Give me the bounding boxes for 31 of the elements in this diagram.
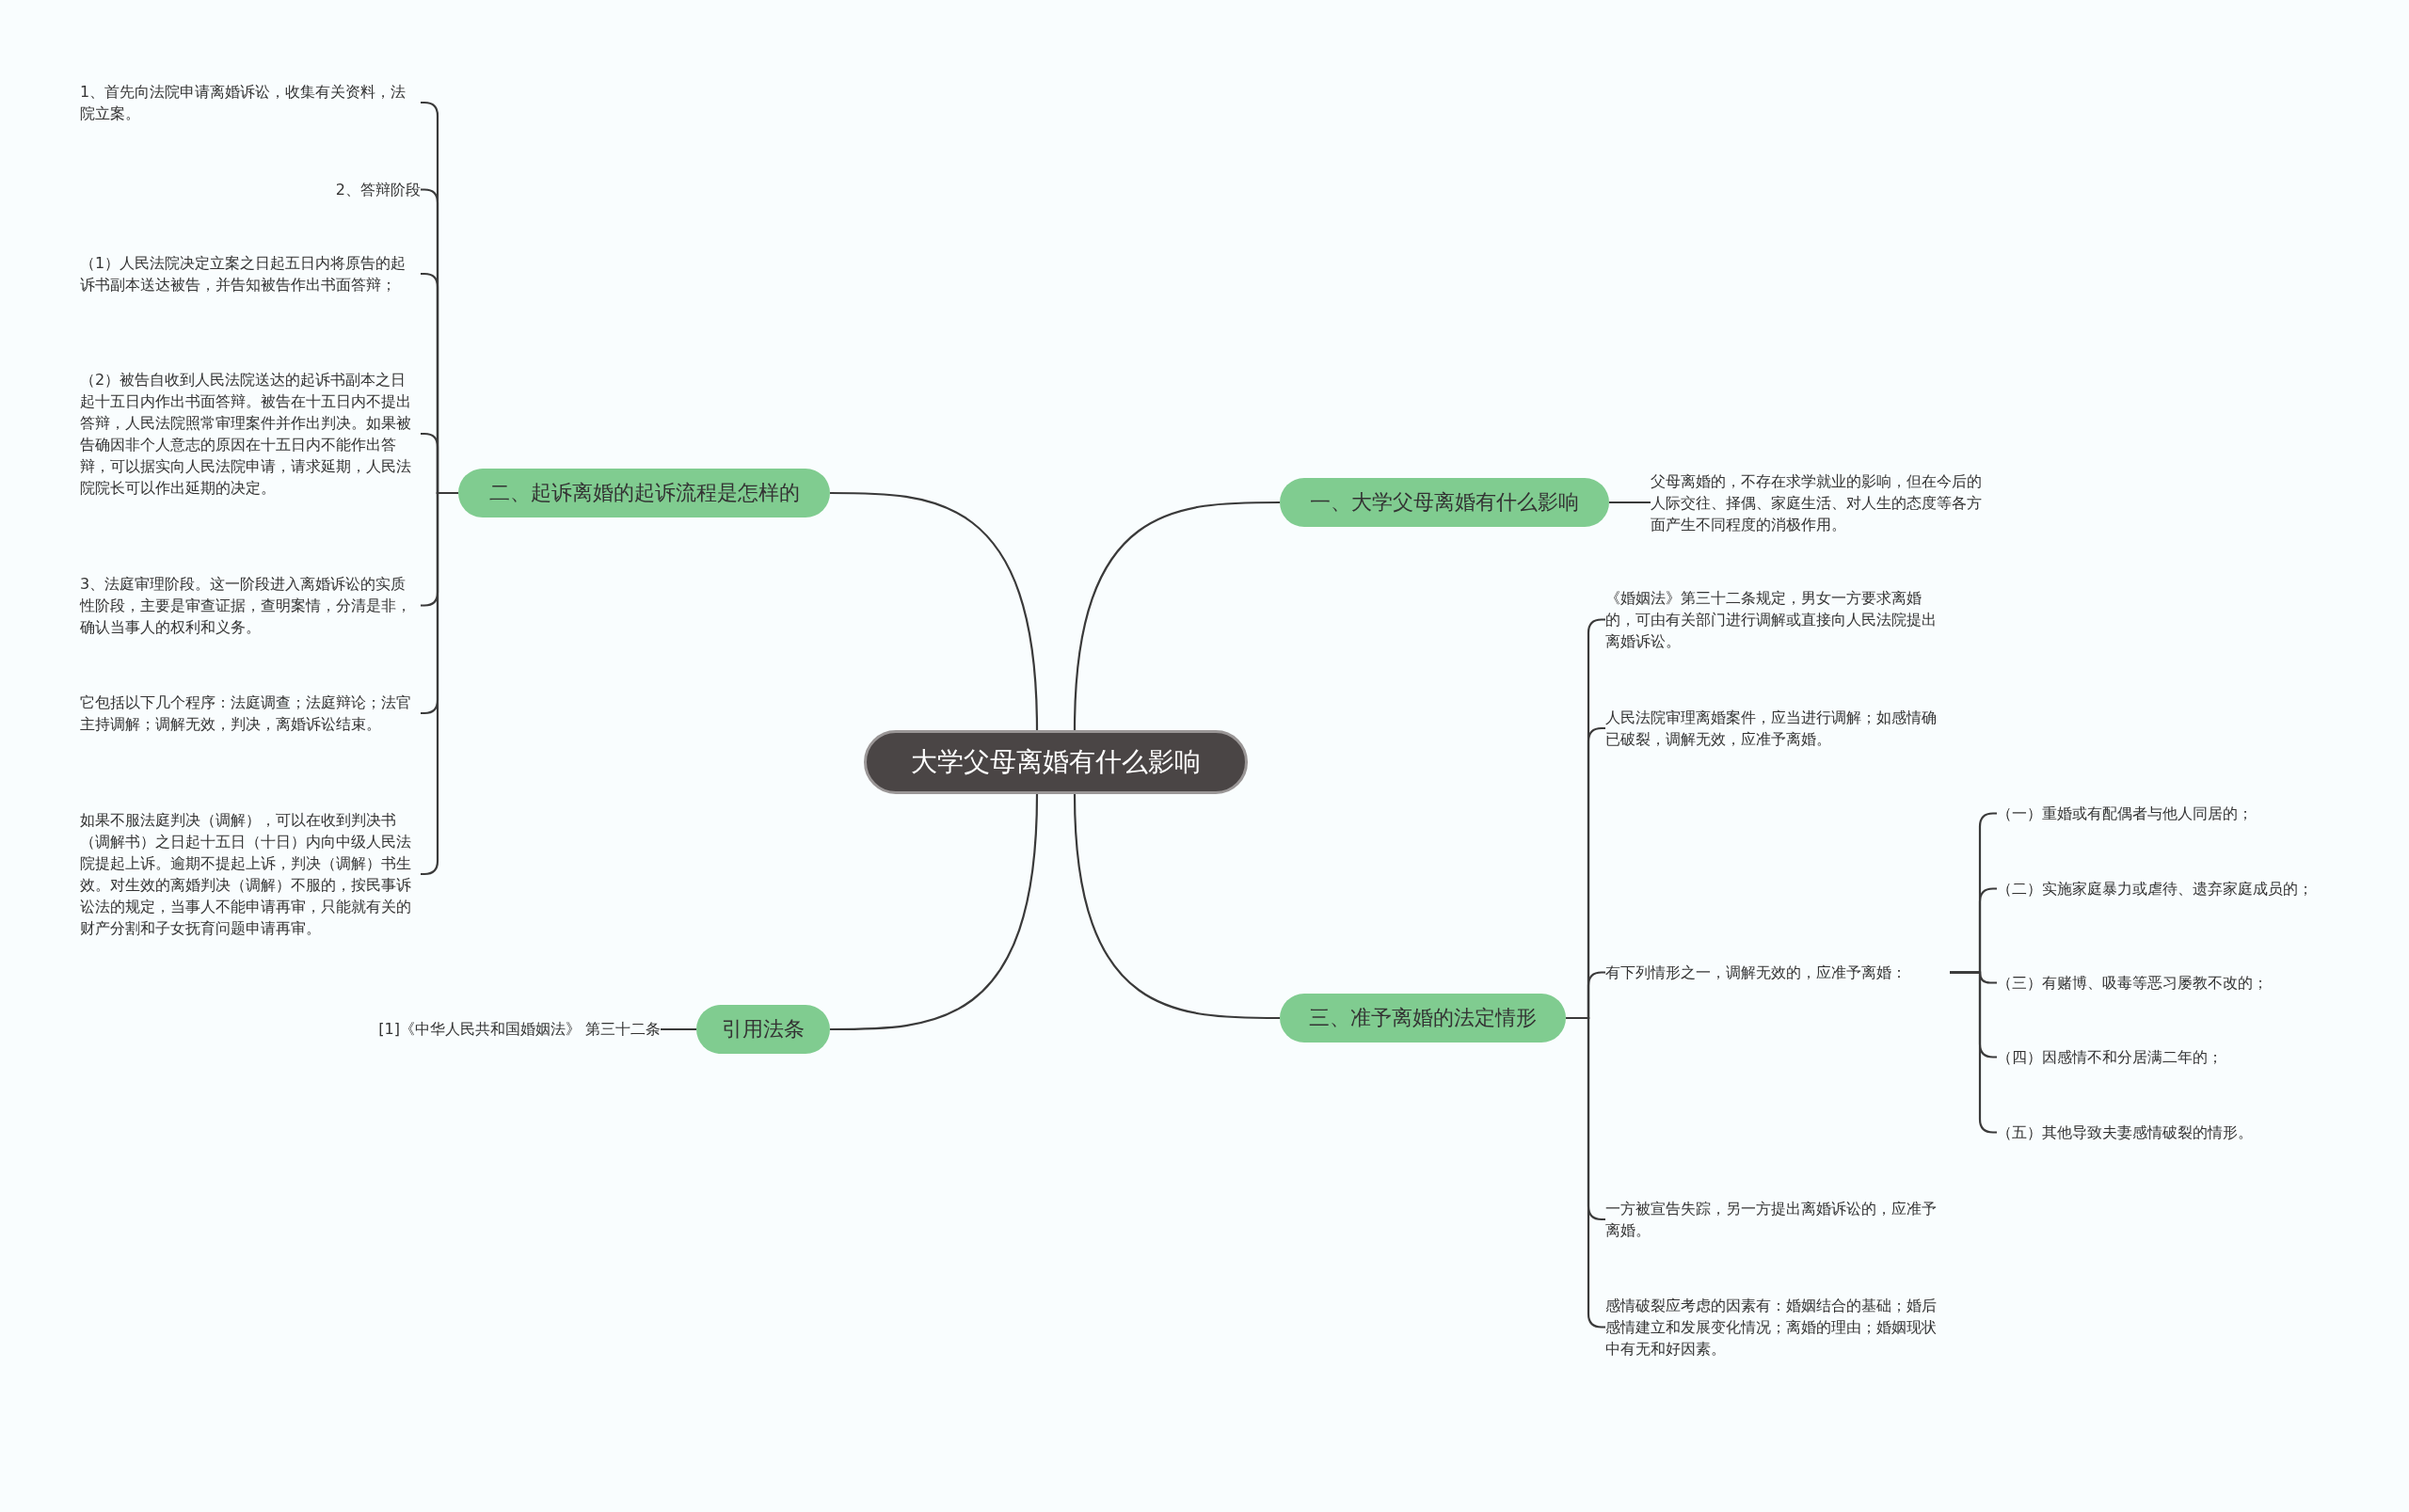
note-text: （五）其他导致夫妻感情破裂的情形。 bbox=[1997, 1122, 2354, 1143]
note-text: 它包括以下几个程序：法庭调查；法庭辩论；法官主持调解；调解无效，判决，离婚诉讼结束。 bbox=[80, 692, 421, 735]
topic-pill: 二、起诉离婚的起诉流程是怎样的 bbox=[458, 469, 830, 517]
note-text: （一）重婚或有配偶者与他人同居的； bbox=[1997, 803, 2354, 824]
note-text: 如果不服法庭判决（调解），可以在收到判决书（调解书）之日起十五日（十日）内向中级人民法院提起上诉。逾期不提起上诉，判决（调解）书生效。对生效的离婚判决（调解）不服的，按民事诉讼法的规定，当事人不能申请再审，只能就有关的财产分割和子女抚育问题申请再审。 bbox=[80, 809, 421, 939]
note-text: （三）有赌博、吸毒等恶习屡教不改的； bbox=[1997, 972, 2354, 994]
note-text: [1]《中华人民共和国婚姻法》 第三十二条 bbox=[311, 1018, 661, 1040]
note-text: 3、法庭审理阶段。这一阶段进入离婚诉讼的实质性阶段，主要是审查证据，查明案情，分清是非，确认当事人的权利和义务。 bbox=[80, 573, 421, 638]
note-text: 一方被宣告失踪，另一方提出离婚诉讼的，应准予离婚。 bbox=[1605, 1198, 1950, 1241]
connector-line bbox=[661, 1027, 696, 1031]
central-topic: 大学父母离婚有什么影响 bbox=[864, 730, 1248, 794]
topic-pill: 一、大学父母离婚有什么影响 bbox=[1280, 478, 1609, 527]
note-text: （二）实施家庭暴力或虐待、遗弃家庭成员的； bbox=[1997, 878, 2354, 899]
note-text: 《婚姻法》第三十二条规定，男女一方要求离婚的，可由有关部门进行调解或直接向人民法院提出离婚诉讼。 bbox=[1605, 587, 1950, 652]
note-text: 父母离婚的，不存在求学就业的影响，但在今后的人际交往、择偶、家庭生活、对人生的态度等各方面产生不同程度的消极作用。 bbox=[1651, 470, 1993, 535]
connector-line bbox=[1073, 501, 1280, 731]
connector-line bbox=[1609, 501, 1651, 504]
connector-line bbox=[1073, 793, 1280, 1020]
topic-pill: 三、准予离婚的法定情形 bbox=[1280, 994, 1566, 1042]
note-text: 1、首先向法院申请离婚诉讼，收集有关资料，法院立案。 bbox=[80, 81, 421, 124]
connector-line bbox=[421, 491, 458, 876]
note-text: （1）人民法院决定立案之日起五日内将原告的起诉书副本送达被告，并告知被告作出书面答辩； bbox=[80, 252, 421, 295]
note-text: （2）被告自收到人民法院送达的起诉书副本之日起十五日内作出书面答辩。被告在十五日内不提出答辩，人民法院照常审理案件并作出判决。如果被告确因非个人意志的原因在十五日内不能作出答辩，可以据实向人民法院申请，请求延期，人民法院院长可以作出延期的决定。 bbox=[80, 369, 421, 499]
note-text: 人民法院审理离婚案件，应当进行调解；如感情确已破裂，调解无效，应准予离婚。 bbox=[1605, 707, 1950, 750]
note-text: 2、答辩阶段 bbox=[80, 179, 421, 200]
topic-pill: 引用法条 bbox=[696, 1005, 830, 1054]
note-text: （四）因感情不和分居满二年的； bbox=[1997, 1046, 2354, 1068]
note-text: 感情破裂应考虑的因素有：婚姻结合的基础；婚后感情建立和发展变化情况；离婚的理由；婚姻现状中有无和好因素。 bbox=[1605, 1295, 1950, 1360]
note-text: 有下列情形之一，调解无效的，应准予离婚： bbox=[1605, 962, 1950, 983]
connector-line bbox=[830, 491, 1039, 731]
connector-line bbox=[830, 793, 1039, 1031]
